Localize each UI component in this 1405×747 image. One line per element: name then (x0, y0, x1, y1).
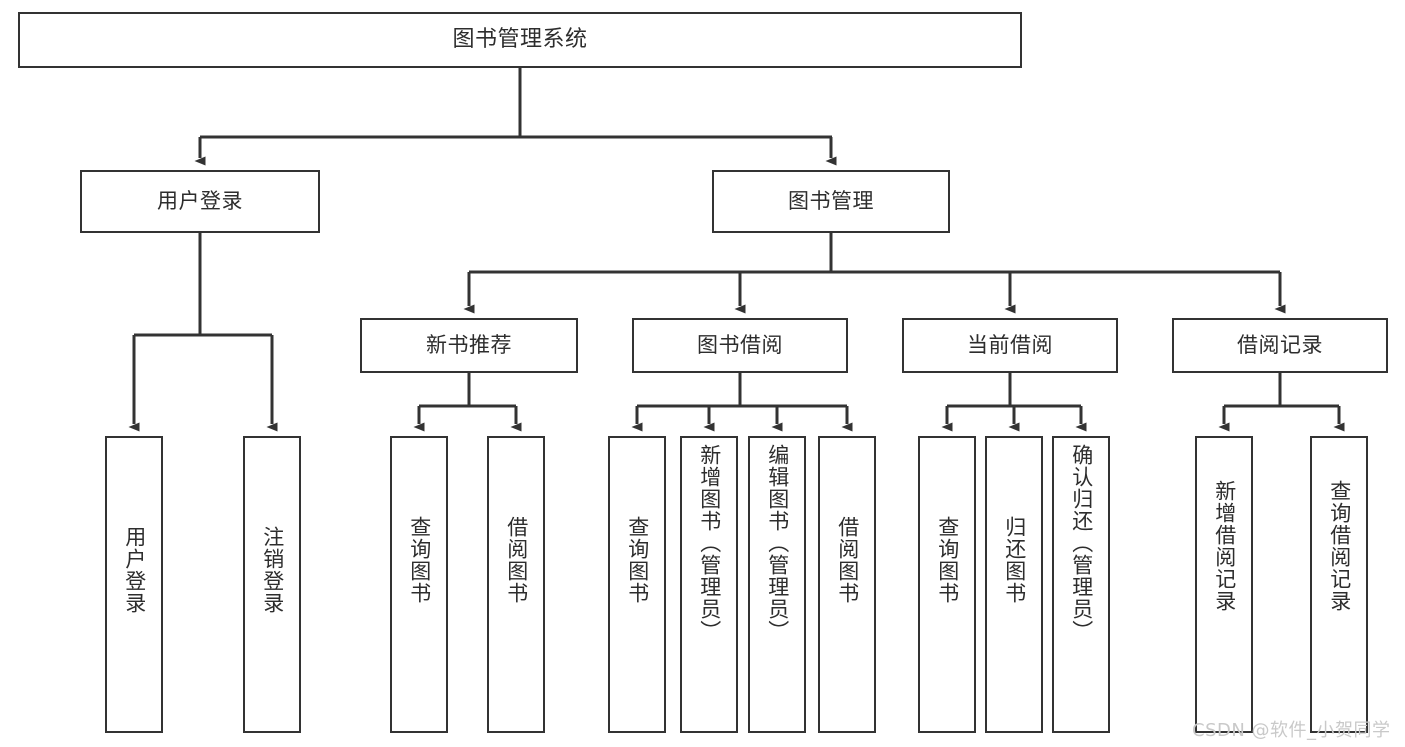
leaf-borrow-book-1[interactable]: 借阅图书 (487, 436, 545, 733)
leaf-confirm-return-label: 确认归还（管理员） (1069, 444, 1094, 642)
node-borrow-record[interactable]: 借阅记录 (1172, 318, 1388, 373)
leaf-query-book-1-label: 查询图书 (407, 516, 432, 604)
leaf-query-borrow-record[interactable]: 查询借阅记录 (1310, 436, 1368, 733)
leaf-query-book-1[interactable]: 查询图书 (390, 436, 448, 733)
node-root[interactable]: 图书管理系统 (18, 12, 1022, 68)
node-book-manage-label: 图书管理 (788, 189, 874, 214)
leaf-query-book-2-label: 查询图书 (625, 516, 650, 604)
node-book-borrow[interactable]: 图书借阅 (632, 318, 848, 373)
watermark: CSDN @软件_小贺同学 (1192, 720, 1391, 741)
node-new-book-recommend[interactable]: 新书推荐 (360, 318, 578, 373)
leaf-return-book-label: 归还图书 (1002, 516, 1027, 604)
leaf-query-book-2[interactable]: 查询图书 (608, 436, 666, 733)
node-current-borrow-label: 当前借阅 (967, 333, 1053, 358)
leaf-query-borrow-record-label: 查询借阅记录 (1327, 480, 1352, 612)
node-new-book-recommend-label: 新书推荐 (426, 333, 512, 358)
leaf-logout[interactable]: 注销登录 (243, 436, 301, 733)
leaf-return-book[interactable]: 归还图书 (985, 436, 1043, 733)
node-user-login[interactable]: 用户登录 (80, 170, 320, 233)
node-borrow-record-label: 借阅记录 (1237, 333, 1323, 358)
leaf-query-book-3-label: 查询图书 (935, 516, 960, 604)
leaf-add-book[interactable]: 新增图书（管理员） (680, 436, 738, 733)
leaf-add-borrow-record[interactable]: 新增借阅记录 (1195, 436, 1253, 733)
node-book-borrow-label: 图书借阅 (697, 333, 783, 358)
leaf-borrow-book-2-label: 借阅图书 (835, 516, 860, 604)
leaf-user-login[interactable]: 用户登录 (105, 436, 163, 733)
node-current-borrow[interactable]: 当前借阅 (902, 318, 1118, 373)
leaf-logout-label: 注销登录 (260, 526, 285, 614)
leaf-edit-book-label: 编辑图书（管理员） (765, 444, 790, 642)
node-user-login-label: 用户登录 (157, 189, 243, 214)
leaf-user-login-label: 用户登录 (122, 526, 147, 614)
node-book-manage[interactable]: 图书管理 (712, 170, 950, 233)
leaf-confirm-return[interactable]: 确认归还（管理员） (1052, 436, 1110, 733)
leaf-query-book-3[interactable]: 查询图书 (918, 436, 976, 733)
leaf-edit-book[interactable]: 编辑图书（管理员） (748, 436, 806, 733)
node-root-label: 图书管理系统 (452, 27, 588, 53)
leaf-borrow-book-2[interactable]: 借阅图书 (818, 436, 876, 733)
leaf-add-book-label: 新增图书（管理员） (697, 444, 722, 642)
leaf-add-borrow-record-label: 新增借阅记录 (1212, 480, 1237, 612)
leaf-borrow-book-1-label: 借阅图书 (504, 516, 529, 604)
